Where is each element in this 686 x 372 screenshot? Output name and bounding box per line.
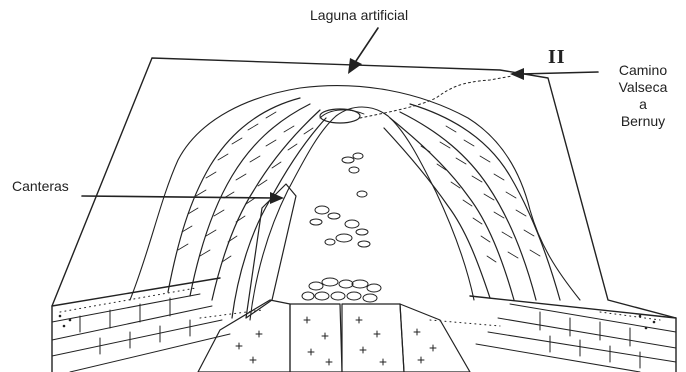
canteras-arrow-line xyxy=(82,196,276,198)
section-marker-label: II xyxy=(548,46,566,69)
laguna-label: Laguna artificial xyxy=(310,7,408,24)
laguna-arrow-line xyxy=(354,28,378,64)
canteras-label: Canteras xyxy=(12,178,69,195)
camino-arrow-head xyxy=(510,68,524,80)
top-surface-outline xyxy=(52,58,676,318)
road-dotted xyxy=(360,76,512,118)
ridge-band-right-2 xyxy=(400,112,536,300)
crystalline-core-blocks xyxy=(198,300,470,372)
cross-section-layers xyxy=(52,294,676,372)
camino-line-4: Bernuy xyxy=(600,113,686,130)
edge-dots xyxy=(59,315,656,330)
ridge-band-right-1 xyxy=(410,104,560,300)
crystalline-crosses xyxy=(236,317,436,365)
ridge-band-right-4 xyxy=(384,128,490,298)
ridge-hatching xyxy=(178,112,540,262)
camino-line-2: Valseca xyxy=(600,79,686,96)
ridge-band-left-4 xyxy=(232,118,326,318)
camino-line-3: a xyxy=(600,96,686,113)
camino-arrow-line xyxy=(520,72,598,74)
ridge-band-left-2 xyxy=(190,104,310,296)
camino-label: Camino Valseca a Bernuy xyxy=(600,62,686,130)
laguna-arrow-head xyxy=(348,58,362,74)
front-boulder-pile xyxy=(302,278,381,302)
camino-line-1: Camino xyxy=(600,62,686,79)
front-block-outline xyxy=(52,278,676,372)
outer-hill-contour xyxy=(130,86,580,300)
boulders xyxy=(310,153,370,247)
ridge-band-left-3 xyxy=(212,110,320,300)
